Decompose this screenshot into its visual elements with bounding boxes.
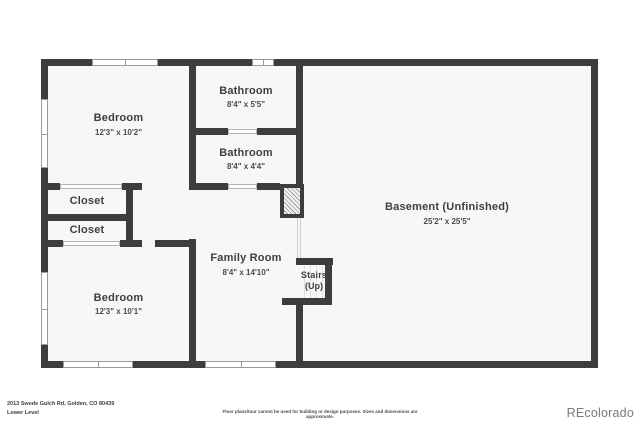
- wall-outer-bottom: [41, 361, 598, 368]
- room-name: Family Room: [210, 252, 282, 265]
- room-dims: 12'3" x 10'2": [95, 127, 142, 137]
- window-bedroom-lower-left: [41, 272, 48, 345]
- wall-bedroom-upper-bottom-a: [48, 183, 60, 190]
- wall-familyroom-left: [189, 239, 196, 361]
- room-dims: 25'2" x 25'5": [423, 216, 471, 226]
- recolorado-logo: REcolorado: [566, 406, 634, 420]
- room-dims: 8'4" x 4'4": [226, 162, 266, 172]
- room-name: Closet: [69, 195, 105, 208]
- room-bathroom-upper: Bathroom 8'4" x 5'5": [196, 66, 296, 128]
- room-basement: Basement (Unfinished) 25'2" x 25'5": [303, 66, 591, 361]
- room-name: Bathroom: [219, 84, 273, 97]
- wall-outer-left: [41, 59, 48, 368]
- stairs-treads: [304, 266, 325, 298]
- window-bedroom-upper-left: [41, 99, 48, 168]
- room-closet-lower: Closet: [48, 221, 126, 240]
- door-closet-lower: [63, 241, 120, 246]
- chimney-hatch: [280, 184, 304, 218]
- room-dims: 8'4" x 14'10": [222, 267, 270, 277]
- room-dims: 12'3" x 10'1": [95, 307, 142, 317]
- room-name: Bathroom: [219, 146, 273, 159]
- room-stairs: Stairs (Up): [296, 262, 332, 300]
- disclaimer-text: Floor plans/tour cannot be used for buil…: [222, 409, 418, 420]
- room-family-room: Family Room 8'4" x 14'10": [196, 190, 296, 361]
- wall-closet-divider: [48, 214, 126, 221]
- wall-outer-right: [591, 59, 598, 368]
- wall-closet-bottom-a: [48, 240, 63, 247]
- stairwell-opening: [296, 217, 303, 258]
- window-bedroom-upper-top: [92, 59, 158, 66]
- wall-bathroom-divider-right: [257, 128, 303, 135]
- room-bedroom-lower: Bedroom 12'3" x 10'1": [48, 247, 189, 361]
- door-bathroom-upper: [228, 129, 257, 134]
- room-name: Basement (Unfinished): [385, 201, 509, 214]
- wall-stairs-top: [296, 258, 333, 265]
- room-name: Closet: [69, 223, 105, 236]
- window-bedroom-lower-bottom: [63, 361, 133, 368]
- room-bathroom-lower: Bathroom 8'4" x 4'4": [196, 135, 296, 183]
- floorplan: Bedroom 12'3" x 10'2" Bathroom 8'4" x 5'…: [41, 59, 598, 368]
- footer-address-block: 2013 Swede Gulch Rd, Golden, CO 80439 Lo…: [7, 400, 114, 418]
- room-closet-upper: Closet: [48, 190, 126, 214]
- property-address: 2013 Swede Gulch Rd, Golden, CO 80439: [7, 401, 115, 407]
- room-dims: (Up): [305, 281, 323, 291]
- wall-bathroom-divider-left: [196, 128, 228, 135]
- wall-bathroom-lower-bottom-b: [257, 183, 280, 190]
- window-bathroom-upper-top: [252, 59, 274, 66]
- window-familyroom-bottom: [205, 361, 276, 368]
- door-bedroom-upper: [60, 184, 122, 189]
- room-bedroom-upper: Bedroom 12'3" x 10'2": [48, 66, 189, 183]
- wall-basement-left-upper: [296, 66, 303, 184]
- wall-stairs-right: [325, 258, 332, 305]
- wall-outer-top: [41, 59, 598, 66]
- floor-level-label: Lower Level: [7, 410, 39, 416]
- wall-stairs-bottom: [282, 298, 332, 305]
- wall-bathroom-lower-bottom-a: [196, 183, 228, 190]
- room-name: Bedroom: [93, 112, 144, 125]
- wall-closet-bottom-b: [120, 240, 142, 247]
- wall-closet-right: [126, 183, 133, 247]
- door-bathroom-lower: [228, 184, 257, 189]
- wall-bedroom-bathroom-divider: [189, 66, 196, 190]
- plan-background: [41, 59, 598, 368]
- wall-basement-left-lower: [296, 305, 303, 361]
- room-dims: 8'4" x 5'5": [226, 100, 266, 110]
- wall-bedroom-upper-bottom-b: [122, 183, 142, 190]
- room-name: Stairs: [300, 269, 328, 280]
- wall-closet-bottom-c: [155, 240, 189, 247]
- room-name: Bedroom: [93, 291, 144, 304]
